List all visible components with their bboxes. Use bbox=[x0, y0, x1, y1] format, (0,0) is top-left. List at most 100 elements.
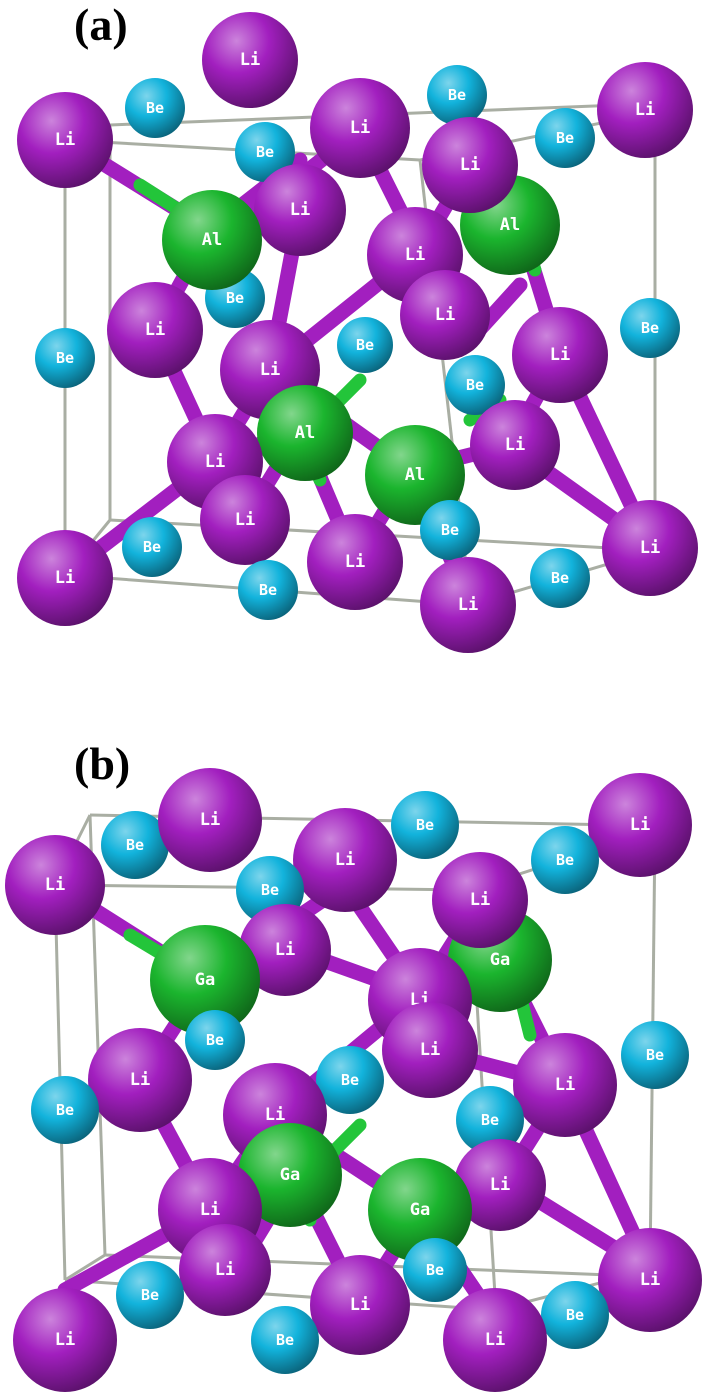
atom-label-li: Li bbox=[420, 1040, 440, 1060]
atom-be: Be bbox=[621, 1021, 689, 1089]
atom-label-be: Be bbox=[556, 851, 574, 869]
atom-li: Li bbox=[158, 768, 262, 872]
atom-label-li: Li bbox=[55, 130, 75, 150]
atom-label-be: Be bbox=[551, 569, 569, 587]
atom-be: Be bbox=[445, 355, 505, 415]
atom-label-li: Li bbox=[555, 1075, 575, 1095]
atom-label-be: Be bbox=[206, 1031, 224, 1049]
atom-label-ga: Ga bbox=[490, 950, 510, 970]
atom-label-li: Li bbox=[275, 940, 295, 960]
atom-label-li: Li bbox=[435, 305, 455, 325]
atom-li: Li bbox=[310, 78, 410, 178]
atom-label-li: Li bbox=[55, 568, 75, 588]
atom-li: Li bbox=[179, 1224, 271, 1316]
atom-label-be: Be bbox=[276, 1331, 294, 1349]
atom-be: Be bbox=[337, 317, 393, 373]
atom-label-li: Li bbox=[505, 435, 525, 455]
atom-be: Be bbox=[235, 122, 295, 182]
atom-al: Al bbox=[162, 190, 262, 290]
atom-label-li: Li bbox=[265, 1105, 285, 1125]
atom-label-li: Li bbox=[550, 345, 570, 365]
atom-label-ga: Ga bbox=[280, 1165, 300, 1185]
atom-label-be: Be bbox=[481, 1111, 499, 1129]
atom-li: Li bbox=[13, 1288, 117, 1392]
atom-ga: Ga bbox=[368, 1158, 472, 1262]
atom-label-li: Li bbox=[240, 50, 260, 70]
atom-label-li: Li bbox=[630, 815, 650, 835]
atom-be: Be bbox=[116, 1261, 184, 1329]
atom-li: Li bbox=[200, 475, 290, 565]
atom-label-be: Be bbox=[256, 143, 274, 161]
atom-label-be: Be bbox=[566, 1306, 584, 1324]
atom-label-be: Be bbox=[448, 86, 466, 104]
atom-al: Al bbox=[365, 425, 465, 525]
atom-label-be: Be bbox=[556, 129, 574, 147]
atom-label-li: Li bbox=[458, 595, 478, 615]
atom-label-be: Be bbox=[466, 376, 484, 394]
atom-be: Be bbox=[122, 517, 182, 577]
atom-label-li: Li bbox=[490, 1175, 510, 1195]
atom-label-li: Li bbox=[145, 320, 165, 340]
atom-be: Be bbox=[620, 298, 680, 358]
atom-label-be: Be bbox=[416, 816, 434, 834]
atom-li: Li bbox=[382, 1002, 478, 1098]
atom-li: Li bbox=[602, 500, 698, 596]
atom-be: Be bbox=[531, 826, 599, 894]
atom-label-be: Be bbox=[141, 1286, 159, 1304]
atom-be: Be bbox=[185, 1010, 245, 1070]
atom-label-al: Al bbox=[295, 423, 315, 443]
atom-label-be: Be bbox=[441, 521, 459, 539]
atom-label-al: Al bbox=[202, 230, 222, 250]
atom-label-be: Be bbox=[146, 99, 164, 117]
atom-label-al: Al bbox=[500, 215, 520, 235]
atom-label-li: Li bbox=[635, 100, 655, 120]
atom-li: Li bbox=[307, 514, 403, 610]
atom-label-li: Li bbox=[345, 552, 365, 572]
atom-label-al: Al bbox=[405, 465, 425, 485]
atom-li: Li bbox=[254, 164, 346, 256]
atom-li: Li bbox=[17, 530, 113, 626]
atom-label-be: Be bbox=[646, 1046, 664, 1064]
atom-label-li: Li bbox=[260, 360, 280, 380]
atom-label-li: Li bbox=[405, 245, 425, 265]
atom-label-li: Li bbox=[350, 118, 370, 138]
atom-label-be: Be bbox=[226, 289, 244, 307]
atom-label-li: Li bbox=[200, 810, 220, 830]
atom-label-li: Li bbox=[235, 510, 255, 530]
atom-label-be: Be bbox=[143, 538, 161, 556]
atom-label-li: Li bbox=[485, 1330, 505, 1350]
atom-label-li: Li bbox=[55, 1330, 75, 1350]
atom-be: Be bbox=[101, 811, 169, 879]
atom-be: Be bbox=[427, 65, 487, 125]
crystal-structure-a: BeLiBeBeLiBeLiLiBeLiAlAlLiLiLiBeLiBeBeLi… bbox=[17, 12, 698, 653]
atom-be: Be bbox=[125, 78, 185, 138]
atom-be: Be bbox=[541, 1281, 609, 1349]
atom-li: Li bbox=[598, 1228, 702, 1332]
atom-label-li: Li bbox=[350, 1295, 370, 1315]
atom-be: Be bbox=[238, 560, 298, 620]
atom-li: Li bbox=[17, 92, 113, 188]
atom-li: Li bbox=[513, 1033, 617, 1137]
atom-be: Be bbox=[35, 328, 95, 388]
atom-label-li: Li bbox=[205, 452, 225, 472]
atom-label-ga: Ga bbox=[195, 970, 215, 990]
atom-li: Li bbox=[432, 852, 528, 948]
atom-be: Be bbox=[31, 1076, 99, 1144]
atom-be: Be bbox=[535, 108, 595, 168]
atom-be: Be bbox=[420, 500, 480, 560]
atom-li: Li bbox=[88, 1028, 192, 1132]
atom-label-li: Li bbox=[640, 538, 660, 558]
atom-label-be: Be bbox=[56, 349, 74, 367]
atom-li: Li bbox=[454, 1139, 546, 1231]
atom-li: Li bbox=[400, 270, 490, 360]
atom-li: Li bbox=[422, 117, 518, 213]
atom-label-be: Be bbox=[641, 319, 659, 337]
atom-al: Al bbox=[257, 385, 353, 481]
atom-label-li: Li bbox=[215, 1260, 235, 1280]
atoms: BeLiBeBeLiBeLiLiBeLiAlAlLiLiLiBeLiBeBeLi… bbox=[17, 12, 698, 653]
atom-li: Li bbox=[597, 62, 693, 158]
atom-li: Li bbox=[512, 307, 608, 403]
